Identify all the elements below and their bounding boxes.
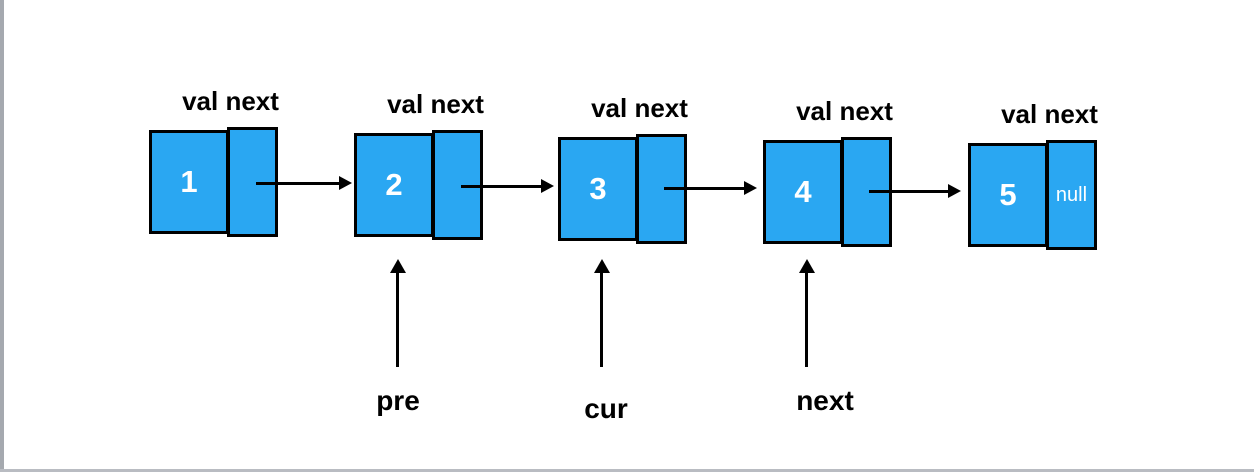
list-node-5: val next 5 null bbox=[968, 99, 1098, 253]
pointer-arrowhead-next-icon bbox=[799, 259, 815, 273]
link-arrow-node3-to-node4 bbox=[664, 187, 745, 190]
pointer-arrowhead-cur-icon bbox=[594, 259, 610, 273]
list-node-3: val next 3 bbox=[558, 93, 688, 247]
node-val-cell: 5 bbox=[968, 143, 1048, 247]
link-arrowhead-node4-to-node5-icon bbox=[948, 184, 961, 198]
node-fields-label: val next bbox=[387, 89, 484, 119]
pointer-arrow-pre bbox=[396, 272, 399, 367]
node-val-cell: 4 bbox=[763, 140, 843, 244]
canvas-bottom-edge bbox=[0, 469, 1254, 472]
list-node-4: val next 4 bbox=[763, 96, 893, 250]
node-value: 3 bbox=[589, 171, 607, 206]
link-arrow-node1-to-node2 bbox=[256, 182, 340, 185]
link-arrowhead-node2-to-node3-icon bbox=[541, 179, 554, 193]
link-arrow-node4-to-node5 bbox=[869, 190, 949, 193]
node-val-cell: 2 bbox=[354, 133, 434, 237]
node-fields-label: val next bbox=[591, 93, 688, 123]
node-value: 5 bbox=[999, 177, 1017, 212]
node-val-cell: 1 bbox=[149, 130, 229, 234]
node-value: 4 bbox=[794, 174, 812, 209]
node-fields-label: val next bbox=[796, 96, 893, 126]
pointer-label-cur: cur bbox=[584, 393, 628, 424]
link-arrow-node2-to-node3 bbox=[461, 185, 542, 188]
link-arrowhead-node1-to-node2-icon bbox=[339, 176, 352, 190]
node-value: 2 bbox=[385, 167, 403, 202]
node-fields-label: val next bbox=[1001, 99, 1098, 129]
node-null-value: null bbox=[1055, 183, 1088, 206]
node-val-cell: 3 bbox=[558, 137, 638, 241]
node-fields-label: val next bbox=[182, 86, 279, 116]
node-next-cell: null bbox=[1046, 140, 1097, 250]
link-arrowhead-node3-to-node4-icon bbox=[744, 181, 757, 195]
pointer-arrow-cur bbox=[600, 272, 603, 367]
pointer-arrow-next bbox=[805, 272, 808, 367]
node-value: 1 bbox=[180, 164, 198, 199]
pointer-label-pre: pre bbox=[376, 385, 420, 416]
pointer-arrowhead-pre-icon bbox=[390, 259, 406, 273]
canvas-left-edge bbox=[0, 0, 4, 472]
pointer-label-next: next bbox=[796, 385, 854, 416]
